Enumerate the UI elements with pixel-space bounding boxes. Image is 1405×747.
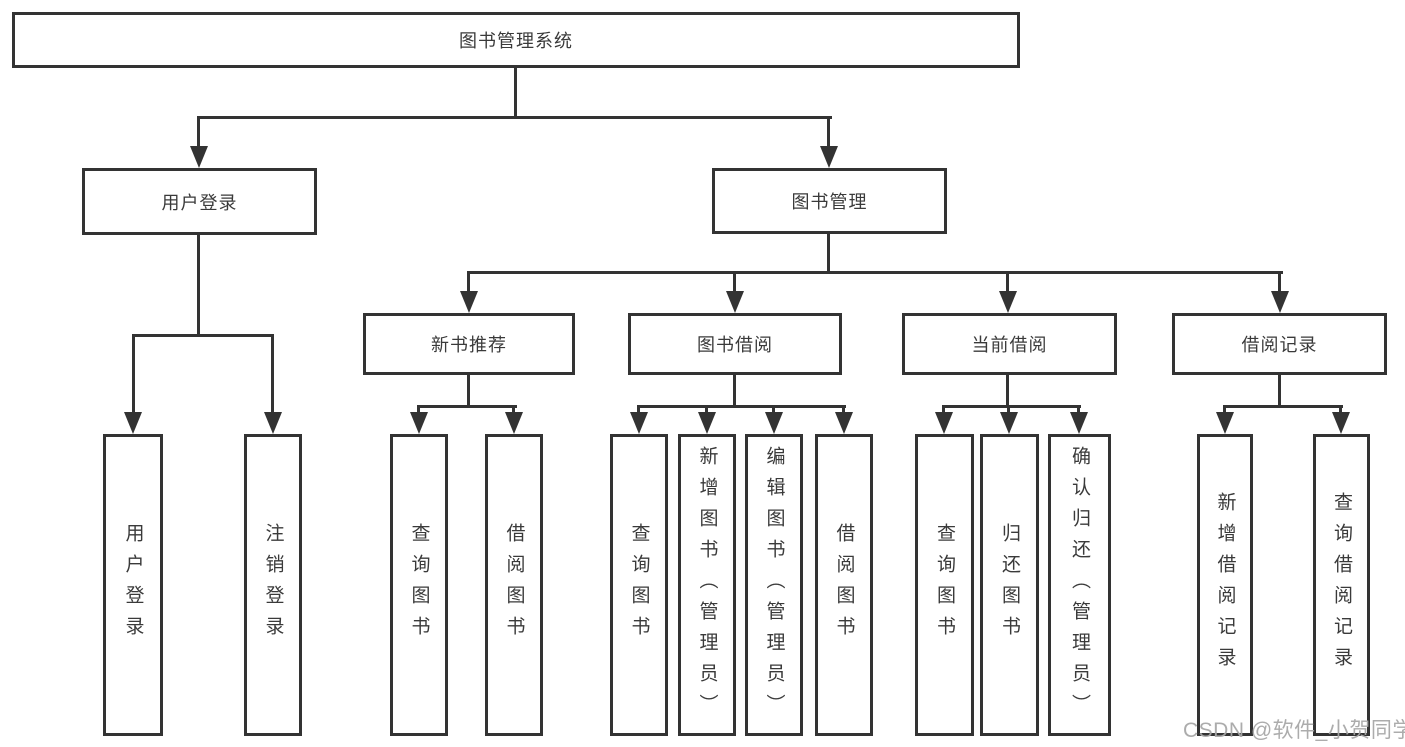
node-label: 借阅图书 (503, 523, 525, 647)
connector-vline (467, 271, 470, 295)
connector-vline (1278, 374, 1281, 408)
connector-vline (514, 68, 517, 119)
node-leaf-query-borrow-record: 查询借阅记录 (1313, 434, 1370, 736)
node-label: 查询借阅记录 (1331, 492, 1352, 678)
connector-hline (417, 405, 517, 408)
node-label: 查询图书 (408, 523, 430, 647)
node-label: 注销登录 (262, 523, 284, 647)
node-leaf-query-books-borrow: 查询图书 (610, 434, 668, 736)
arrowhead-icon (820, 146, 838, 168)
node-library-management-system: 图书管理系统 (12, 12, 1020, 68)
connector-vline (271, 334, 274, 416)
arrowhead-icon (1000, 412, 1018, 434)
arrowhead-icon (999, 291, 1017, 313)
node-label: 用户登录 (122, 523, 144, 647)
node-leaf-add-books-admin: 新增图书（管理员） (678, 434, 736, 736)
node-label: 查询图书 (934, 523, 955, 647)
connector-vline (942, 405, 945, 417)
connector-vline (1339, 405, 1342, 417)
node-label: 编辑图书（管理员） (763, 445, 785, 725)
arrowhead-icon (1332, 412, 1350, 434)
node-leaf-logout: 注销登录 (244, 434, 302, 736)
node-leaf-edit-books-admin: 编辑图书（管理员） (745, 434, 803, 736)
node-leaf-query-books-current: 查询图书 (915, 434, 974, 736)
connector-vline (467, 374, 470, 408)
arrowhead-icon (505, 412, 523, 434)
arrowhead-icon (264, 412, 282, 434)
connector-vline (1007, 405, 1010, 417)
connector-hline (637, 405, 846, 408)
node-label: 新增图书（管理员） (696, 445, 718, 725)
connector-vline (1278, 271, 1281, 295)
connector-hline (942, 405, 1081, 408)
connector-vline (197, 116, 200, 148)
node-leaf-query-books-rec: 查询图书 (390, 434, 448, 736)
arrowhead-icon (1070, 412, 1088, 434)
connector-hline (1223, 405, 1343, 408)
connector-vline (827, 116, 830, 148)
node-label: 确认归还（管理员） (1069, 445, 1090, 725)
arrowhead-icon (460, 291, 478, 313)
connector-vline (705, 405, 708, 417)
connector-vline (1223, 405, 1226, 417)
connector-vline (1006, 271, 1009, 295)
node-user-login: 用户登录 (82, 168, 317, 235)
connector-vline (842, 405, 845, 417)
arrowhead-icon (630, 412, 648, 434)
arrowhead-icon (765, 412, 783, 434)
connector-vline (733, 374, 736, 408)
node-label: 新增借阅记录 (1214, 492, 1236, 678)
arrowhead-icon (935, 412, 953, 434)
connector-vline (417, 405, 420, 417)
node-leaf-add-borrow-record: 新增借阅记录 (1197, 434, 1253, 736)
node-current-borrowing: 当前借阅 (902, 313, 1117, 375)
connector-vline (772, 405, 775, 417)
node-borrowing-records: 借阅记录 (1172, 313, 1387, 375)
arrowhead-icon (726, 291, 744, 313)
connector-hline (467, 271, 1283, 274)
node-leaf-user-login: 用户登录 (103, 434, 163, 736)
node-leaf-borrow-books: 借阅图书 (815, 434, 873, 736)
connector-vline (1077, 405, 1080, 417)
node-leaf-borrow-books-rec: 借阅图书 (485, 434, 543, 736)
arrowhead-icon (1216, 412, 1234, 434)
connector-vline (512, 405, 515, 417)
node-leaf-return-books: 归还图书 (980, 434, 1039, 736)
node-new-book-recommend: 新书推荐 (363, 313, 575, 375)
arrowhead-icon (410, 412, 428, 434)
connector-vline (827, 233, 830, 274)
node-book-borrowing: 图书借阅 (628, 313, 842, 375)
node-label: 借阅图书 (833, 523, 855, 647)
node-label: 归还图书 (999, 523, 1020, 647)
node-label: 查询图书 (628, 523, 650, 647)
arrowhead-icon (124, 412, 142, 434)
arrowhead-icon (835, 412, 853, 434)
csdn-watermark: CSDN @软件_小贺同学 (1183, 719, 1405, 742)
connector-vline (733, 271, 736, 295)
connector-vline (197, 234, 200, 337)
connector-hline (197, 116, 832, 119)
arrowhead-icon (698, 412, 716, 434)
node-leaf-confirm-return-admin: 确认归还（管理员） (1048, 434, 1111, 736)
node-book-management: 图书管理 (712, 168, 947, 234)
connector-vline (1006, 374, 1009, 408)
arrowhead-icon (1271, 291, 1289, 313)
arrowhead-icon (190, 146, 208, 168)
connector-hline (132, 334, 274, 337)
connector-vline (132, 334, 135, 416)
connector-vline (637, 405, 640, 417)
